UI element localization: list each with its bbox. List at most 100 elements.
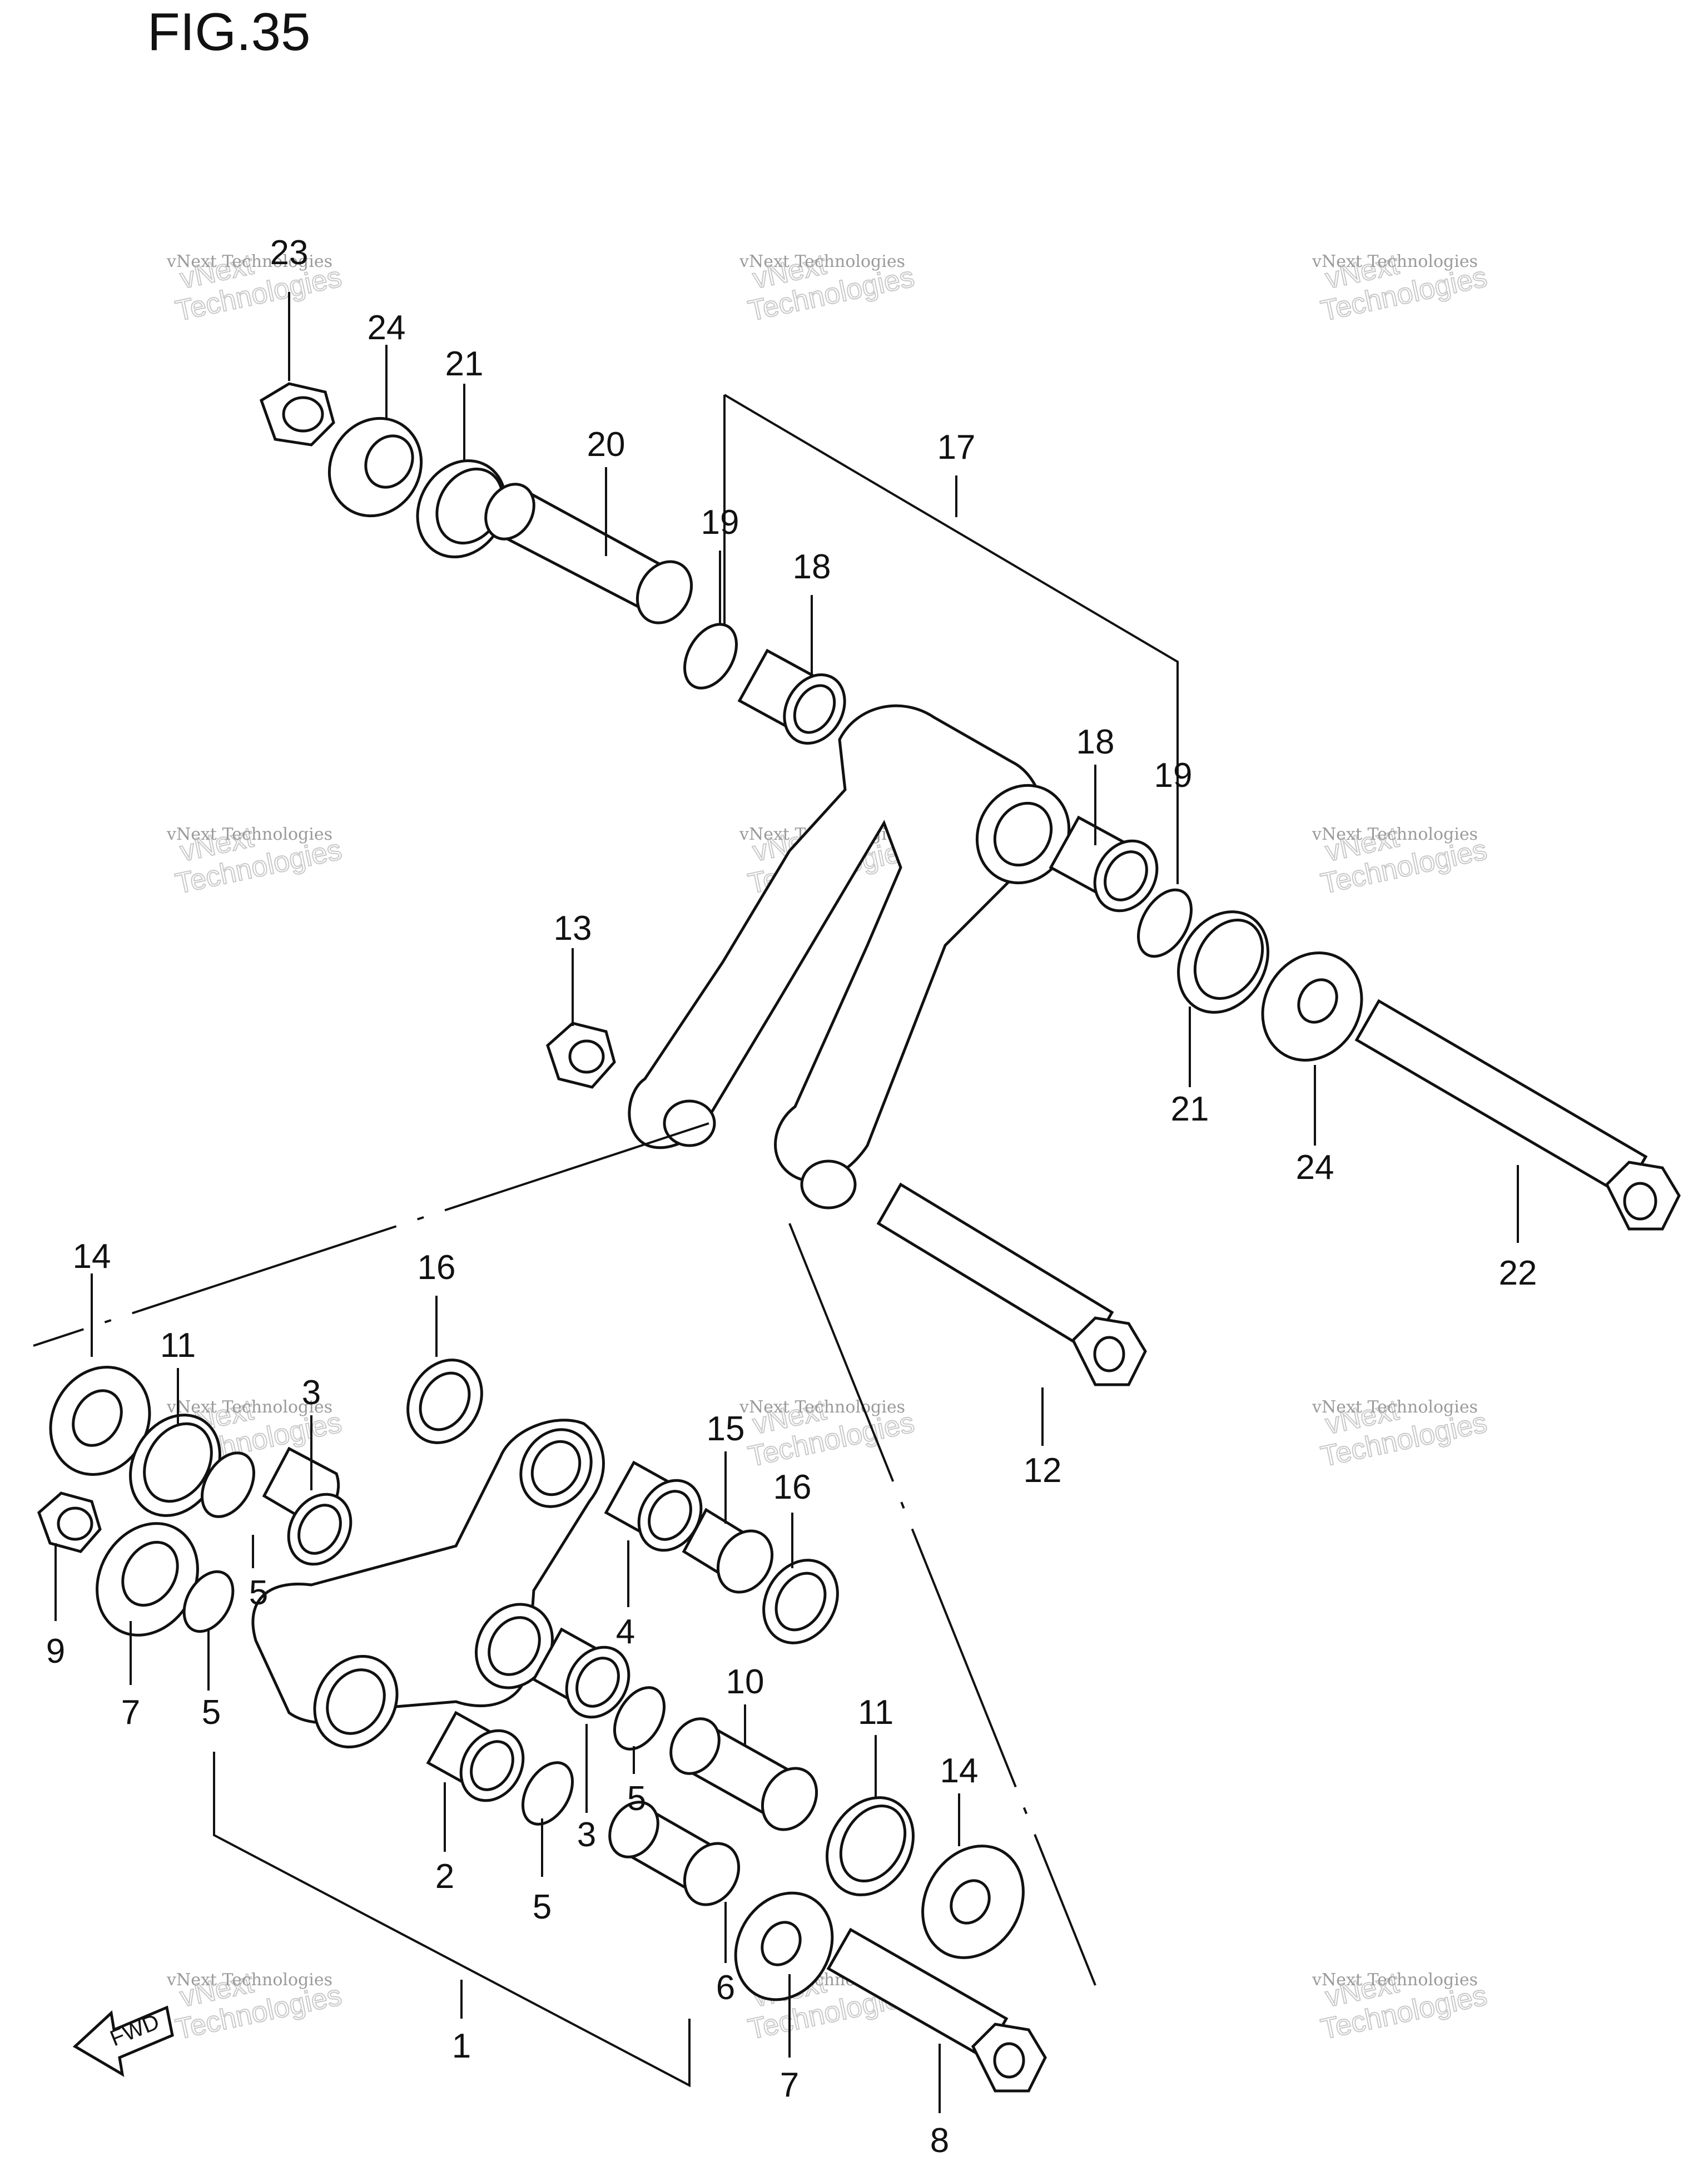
- oring-5-a: [201, 1451, 255, 1518]
- washer-24-right: [1261, 951, 1363, 1062]
- callout-13: 13: [554, 909, 592, 948]
- oring-5-b: [182, 1570, 235, 1633]
- cushion-lever-1: [251, 1419, 605, 1749]
- watermark-12: vNext Technologies vNext Technologies: [1312, 1966, 1491, 2046]
- seal-16-right: [762, 1559, 839, 1644]
- callout-1: 1: [452, 2027, 471, 2065]
- callout-12: 12: [1024, 1451, 1062, 1490]
- forward-arrow: FWD: [72, 2005, 174, 2077]
- svg-text:vNext Technologies: vNext Technologies: [739, 252, 905, 271]
- callout-16-right: 16: [773, 1468, 812, 1506]
- cushion-rod-17: [628, 704, 1071, 1210]
- callout-10: 10: [726, 1663, 764, 1701]
- bracket-1: [213, 1752, 691, 2088]
- callout-14-left: 14: [73, 1237, 111, 1276]
- callout-14-right: 14: [940, 1752, 979, 1790]
- leader-rod-to-lower: [33, 1122, 709, 1347]
- callout-7-right: 7: [780, 2066, 799, 2104]
- callout-19-right: 19: [1154, 756, 1193, 795]
- callout-labels: 23 24 21 20 19 18 17 18 19 13 21 24 22 1…: [46, 234, 1537, 2160]
- callout-21-top: 21: [445, 345, 484, 383]
- svg-text:vNext Technologies: vNext Technologies: [166, 1397, 332, 1417]
- bearing-3-a: [262, 1446, 352, 1566]
- watermark-1: vNext Technologies vNext Technologies: [166, 247, 345, 328]
- collar-15: [682, 1508, 774, 1594]
- seal-16-top: [406, 1359, 483, 1444]
- callout-22: 22: [1499, 1254, 1537, 1292]
- bolt-12: [876, 1182, 1147, 1386]
- leader-lines: [54, 292, 1519, 2113]
- callout-24-right: 24: [1296, 1148, 1334, 1187]
- lower-assembly: FWD: [37, 1359, 1047, 2093]
- bearing-2: [426, 1711, 525, 1802]
- oring-19-top: [683, 623, 738, 690]
- svg-text:vNext Technologies: vNext Technologies: [1312, 1397, 1478, 1417]
- bearing-18-top: [737, 648, 846, 745]
- nut-23: [259, 382, 335, 447]
- watermark-10: vNext Technologies vNext Technologies: [166, 1966, 345, 2046]
- callout-3-bottom: 3: [577, 1816, 596, 1854]
- washer-24-top: [327, 417, 423, 518]
- callout-5-b: 5: [202, 1693, 221, 1732]
- svg-text:vNext Technologies: vNext Technologies: [739, 1397, 905, 1417]
- washer-14-left: [49, 1366, 151, 1476]
- callout-18-right: 18: [1076, 723, 1115, 761]
- svg-text:vNext Technologies: vNext Technologies: [1312, 1970, 1478, 1990]
- svg-text:vNext Technologies: vNext Technologies: [166, 825, 332, 844]
- bolt-22: [1354, 999, 1681, 1231]
- collar-20: [484, 483, 693, 624]
- watermark-2: vNext Technologies vNext Technologies: [739, 247, 918, 328]
- callout-6: 6: [716, 1969, 735, 2007]
- callout-2: 2: [435, 1857, 454, 1896]
- svg-text:vNext Technologies: vNext Technologies: [1312, 825, 1478, 844]
- callout-11-left: 11: [160, 1326, 196, 1365]
- bearing-3-b: [532, 1627, 630, 1719]
- callout-16-top: 16: [418, 1248, 456, 1287]
- callout-8: 8: [930, 2122, 949, 2160]
- bearing-4: [604, 1460, 703, 1552]
- callout-5-d: 5: [533, 1888, 552, 1926]
- callout-17: 17: [937, 428, 976, 467]
- washer-7-right: [734, 1891, 834, 2001]
- callout-3-top: 3: [302, 1374, 321, 1412]
- callout-18-top: 18: [793, 548, 831, 586]
- watermark-8: vNext Technologies vNext Technologies: [739, 1393, 918, 1473]
- callout-19-top: 19: [701, 503, 739, 542]
- callout-24-top: 24: [368, 309, 406, 347]
- seal-21-right: [1177, 910, 1269, 1014]
- callout-4: 4: [616, 1613, 635, 1651]
- watermark-3: vNext Technologies vNext Technologies: [1312, 247, 1491, 328]
- bearing-18-right: [1049, 815, 1159, 913]
- figure-title: FIG.35: [147, 2, 310, 62]
- watermark-6: vNext Technologies vNext Technologies: [1312, 820, 1491, 900]
- callout-23: 23: [270, 234, 309, 272]
- callout-9: 9: [46, 1632, 65, 1671]
- collar-6: [608, 1801, 741, 1906]
- svg-text:vNext Technologies: vNext Technologies: [166, 1970, 332, 1990]
- washer-14-right: [921, 1845, 1025, 1959]
- watermark-9: vNext Technologies vNext Technologies: [1312, 1393, 1491, 1473]
- washer-7-left: [96, 1522, 199, 1637]
- seal-11-right: [826, 1796, 915, 1896]
- seal-11-left: [129, 1414, 221, 1517]
- nut-9: [37, 1491, 102, 1553]
- callout-20: 20: [587, 425, 625, 464]
- leader-rod-to-washer: [788, 1223, 1096, 1986]
- callout-11-right: 11: [858, 1693, 893, 1732]
- oring-5-c: [613, 1686, 666, 1751]
- oring-5-d: [521, 1761, 574, 1826]
- svg-text:vNext Technologies: vNext Technologies: [1312, 252, 1478, 271]
- bolt-8: [826, 1927, 1047, 2093]
- collar-10: [669, 1717, 818, 1831]
- watermark-4: vNext Technologies vNext Technologies: [166, 820, 345, 900]
- callout-7-left: 7: [121, 1693, 140, 1732]
- nut-13: [546, 1022, 616, 1089]
- bracket-17-right: [723, 394, 1179, 884]
- upper-assembly: [33, 382, 1681, 1986]
- oring-19-right: [1137, 888, 1193, 958]
- callout-5-a: 5: [249, 1574, 268, 1612]
- callout-5-c: 5: [627, 1780, 646, 1818]
- callout-15: 15: [707, 1410, 745, 1448]
- callout-21-right: 21: [1171, 1090, 1209, 1128]
